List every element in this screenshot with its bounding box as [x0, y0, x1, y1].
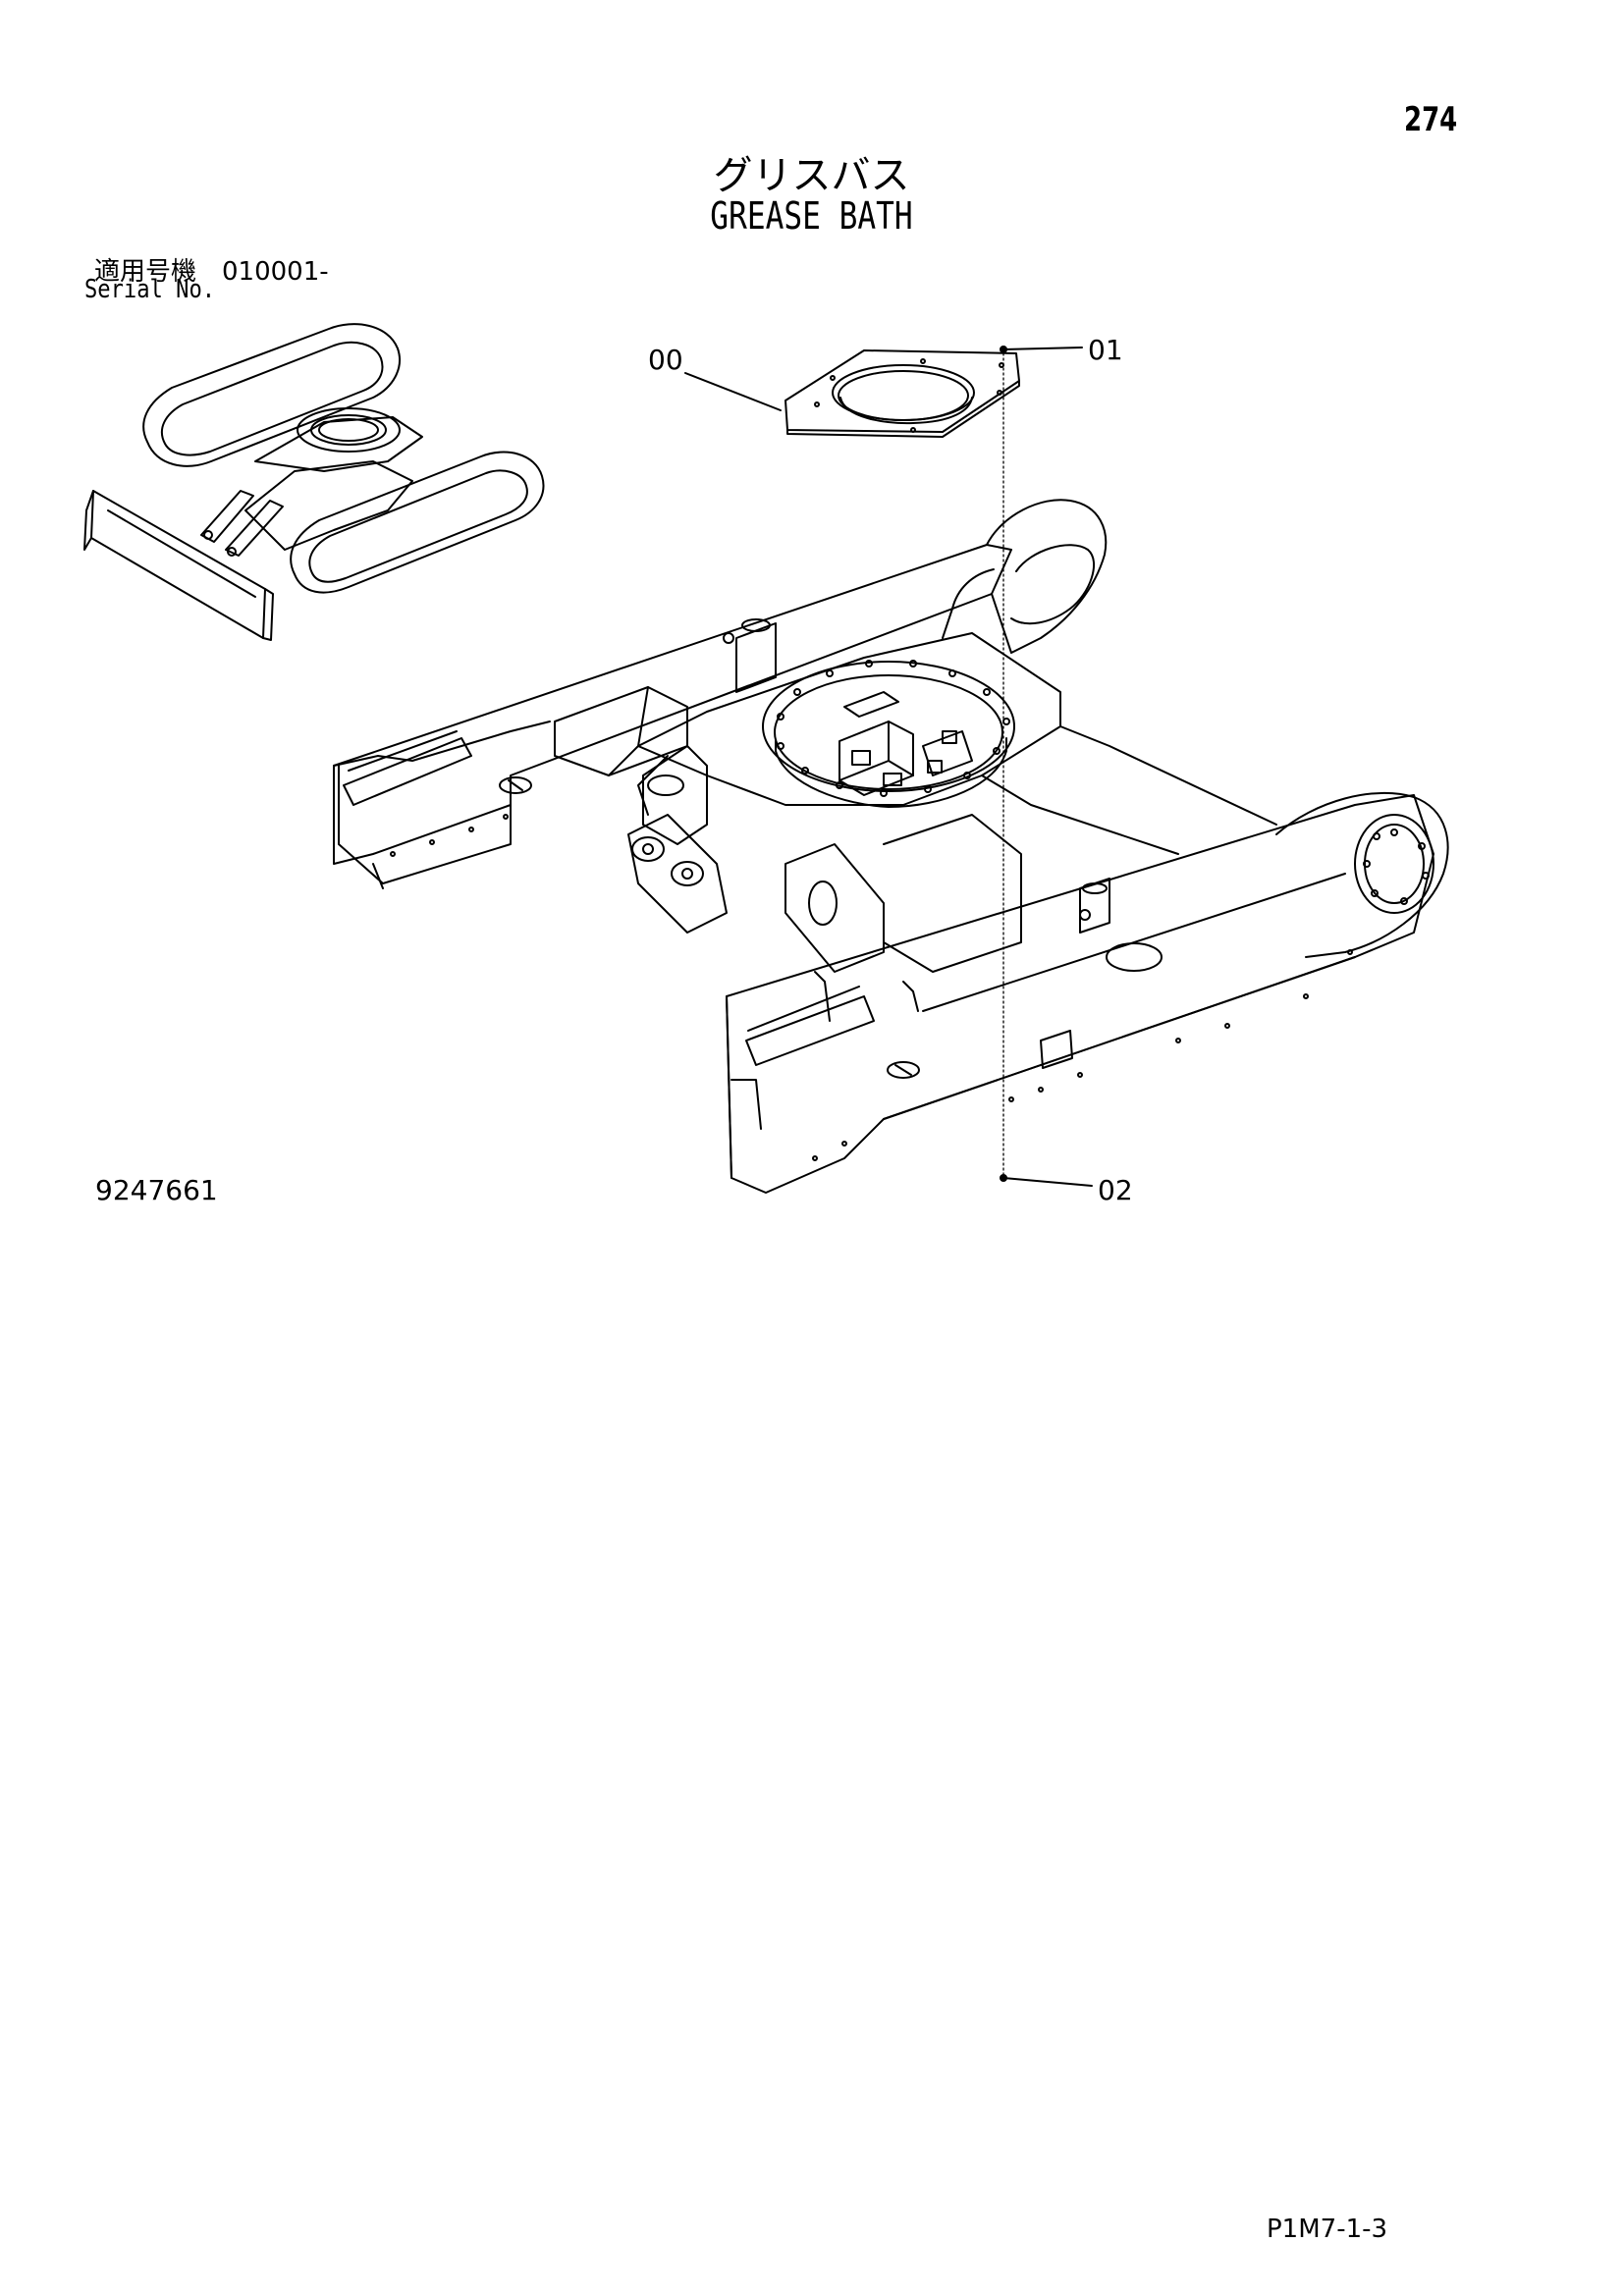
ring-bolts — [778, 661, 1009, 796]
callout-00: 00 — [648, 344, 683, 376]
serial-label-english: Serial No. — [84, 275, 216, 304]
callout-leaders — [685, 347, 1092, 1186]
drawing-number: 9247661 — [95, 1174, 218, 1206]
page-title-japanese: グリスバス — [713, 153, 910, 198]
machine-overview-inset — [84, 324, 543, 640]
serial-label-japanese: 適用号機 010001- — [94, 257, 329, 287]
page-title-english: GREASE BATH — [710, 194, 913, 238]
page-code: P1M7-1-3 — [1267, 2215, 1388, 2244]
grease-bath-plate — [785, 350, 1019, 437]
track-frame-exploded-view — [334, 500, 1448, 1193]
page-number: 274 — [1404, 100, 1458, 139]
beam-bolt-holes — [391, 815, 1352, 1160]
callout-02: 02 — [1098, 1174, 1133, 1206]
callout-01: 01 — [1088, 334, 1123, 366]
